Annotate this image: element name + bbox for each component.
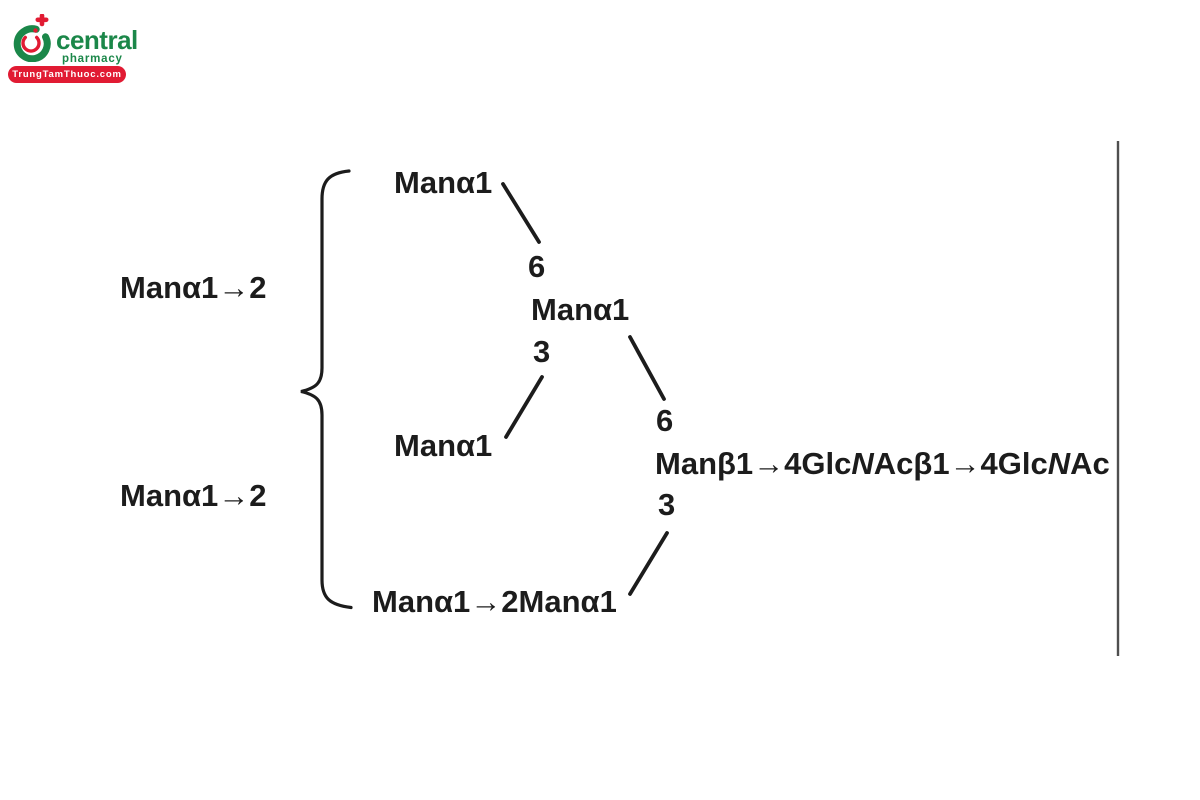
label-branch-bottom-mana1-2mana1: Manα1→2Manα1 (372, 584, 617, 619)
label-core-manb1-glcnac: Manβ1→4GlcNAcβ1→4GlcNAc (655, 446, 1110, 481)
bond-mid-to-6 (628, 335, 666, 401)
brand-name: central (56, 25, 138, 55)
brand-subtitle: pharmacy (62, 53, 123, 65)
curly-brace (300, 169, 353, 610)
label-mana1-2-top: Manα1→2 (120, 270, 267, 305)
label-linkage-3-mid: 3 (533, 334, 551, 369)
label-mana1-2-bottom: Manα1→2 (120, 478, 267, 513)
c-plus-logo-icon (13, 14, 51, 62)
label-branch-top-mana1: Manα1 (394, 165, 493, 200)
label-linkage-6-right: 6 (656, 403, 674, 438)
label-linkage-3-right: 3 (658, 487, 676, 522)
bond-bottom-to-3 (628, 531, 669, 596)
label-branch-lower-mana1: Manα1 (394, 428, 493, 463)
label-linkage-6-mid: 6 (528, 249, 546, 284)
label-mid-mana1: Manα1 (531, 292, 630, 327)
central-pharmacy-logo: central pharmacy TrungTamThuoc.com (8, 12, 138, 87)
bond-3-to-lower (504, 375, 544, 439)
brand-banner: TrungTamThuoc.com (8, 66, 126, 83)
bond-top-to-6 (501, 182, 541, 244)
